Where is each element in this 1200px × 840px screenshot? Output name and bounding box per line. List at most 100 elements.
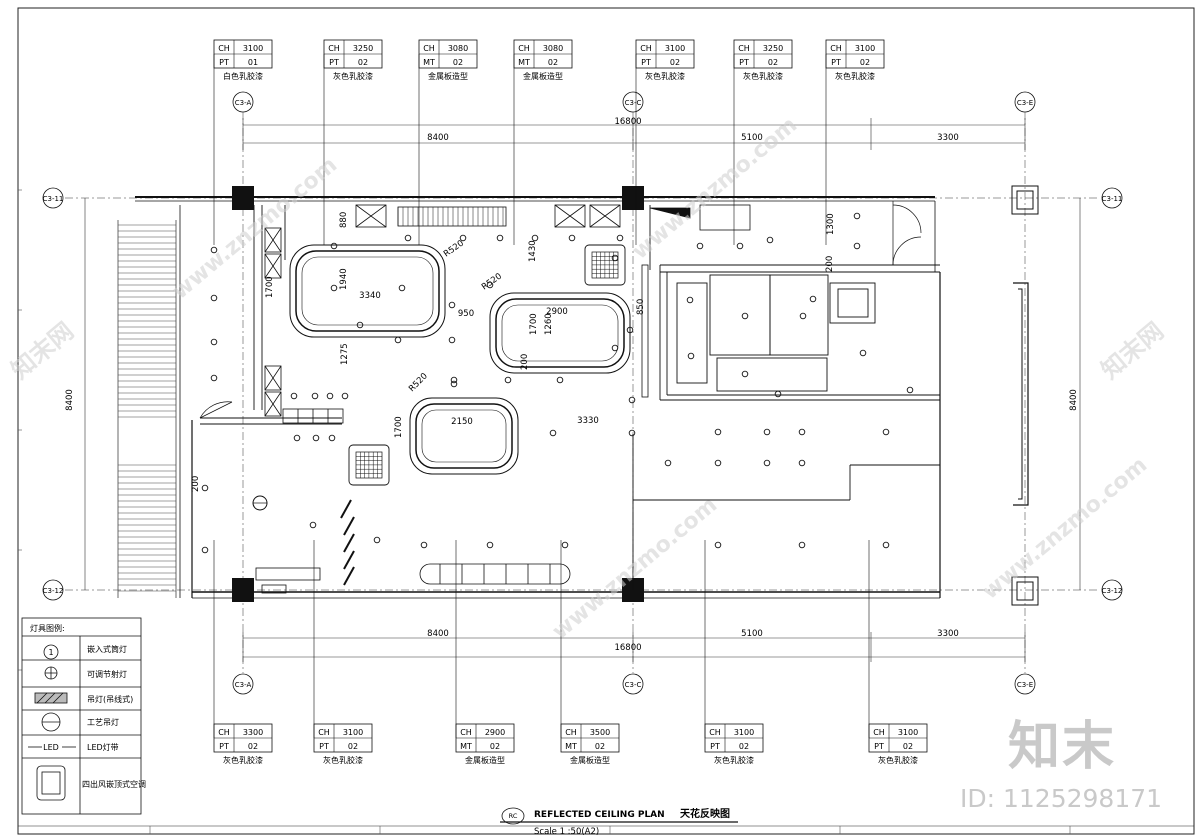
tag-code: MT [460,742,472,751]
left-facade-louvers [117,220,177,598]
cabinet-cross [355,204,387,228]
cabinet-cross [264,391,282,417]
exterior-columns-right [1011,185,1039,606]
downlight [798,541,806,549]
shelf-frame [397,206,507,227]
radius-label-1: R520 [442,239,466,260]
dim-height-right: 8400 [1069,389,1079,411]
watermark-site-3: www.znzmo.com [548,493,722,645]
tag-ch-value: 2900 [485,728,505,737]
dim-950: 950 [458,309,474,319]
tag-description: 灰色乳胶漆 [333,71,373,81]
tag-number: 02 [548,58,558,67]
tag-description: 灰色乳胶漆 [835,71,875,81]
tag-number: 02 [453,58,463,67]
tag-number: 01 [248,58,258,67]
wedge-fixture [649,207,691,219]
downlight [373,536,381,544]
dim-1700-b: 1700 [529,313,539,335]
door-swings [199,201,922,419]
tag-number: 02 [490,742,500,751]
downlight [611,254,619,262]
downlight [210,246,218,254]
tag-ch-label: CH [640,44,652,53]
radius-label-3: R520 [407,371,430,394]
dim-height-left: 8400 [65,389,75,411]
tag-number: 02 [903,742,913,751]
dim-200-c: 200 [825,256,835,272]
watermark-site-4: www.znzmo.com [978,453,1152,605]
dim-seg2-top: 5100 [741,133,763,143]
downlight [210,294,218,302]
downlight [549,429,557,437]
legend-led-symbol: LED [43,743,59,752]
title-cn: 天花反映图 [680,807,730,820]
downlight [448,336,456,344]
radius-label-2: R520 [480,272,504,293]
downlight [568,234,576,242]
tag-ch-label: CH [518,44,530,53]
storage-cabinets [264,204,751,417]
grid-label-12-left: C3-12 [43,587,64,595]
structural-columns [232,186,644,602]
tag-number: 02 [768,58,778,67]
tag-code: PT [641,58,651,67]
downlight [809,295,817,303]
downlight [448,301,456,309]
cabinet-box [554,204,586,228]
downlight [853,212,861,220]
tag-code: PT [319,742,329,751]
tag-code: MT [565,742,577,751]
downlight [906,386,914,394]
tag-ch-value: 3250 [353,44,373,53]
dim-3330: 3330 [577,416,599,426]
tag-ch-label: CH [565,728,577,737]
tag-ch-label: CH [318,728,330,737]
downlight [774,390,782,398]
tag-description: 灰色乳胶漆 [645,71,685,81]
downlight [309,521,317,529]
feature-ceiling-1 [289,244,446,338]
downlight [330,284,338,292]
tag-code: MT [423,58,435,67]
tag-description: 金属板造型 [428,71,468,81]
tag-code: PT [739,58,749,67]
dim-200-a: 200 [191,476,201,492]
downlight [356,321,364,329]
dim-1300: 1300 [826,213,836,235]
tag-description: 金属板造型 [570,755,610,765]
decorative-pendant [252,495,268,511]
interior-partitions [200,205,940,590]
tag-ch-value: 3250 [763,44,783,53]
linear-fixtures [255,264,649,594]
downlight [561,541,569,549]
exterior-walls [135,196,941,599]
tag-description: 金属板造型 [465,755,505,765]
dim-1275: 1275 [340,343,350,365]
downlight [714,428,722,436]
feature-ceiling-3 [409,397,519,475]
downlight [450,376,458,384]
downlight [328,434,336,442]
downlight [798,428,806,436]
tag-code: PT [710,742,720,751]
lighting-legend [21,617,142,815]
dim-1940: 1940 [339,268,349,290]
downlight [714,459,722,467]
grid-label-a-bottom: C3-A [235,681,252,689]
downlight [626,326,634,334]
downlight [766,236,774,244]
dim-2150: 2150 [451,417,473,427]
tag-ch-value: 3100 [665,44,685,53]
tag-ch-label: CH [873,728,885,737]
title-en: REFLECTED CEILING PLAN [534,810,665,820]
downlight [686,296,694,304]
downlight [664,459,672,467]
